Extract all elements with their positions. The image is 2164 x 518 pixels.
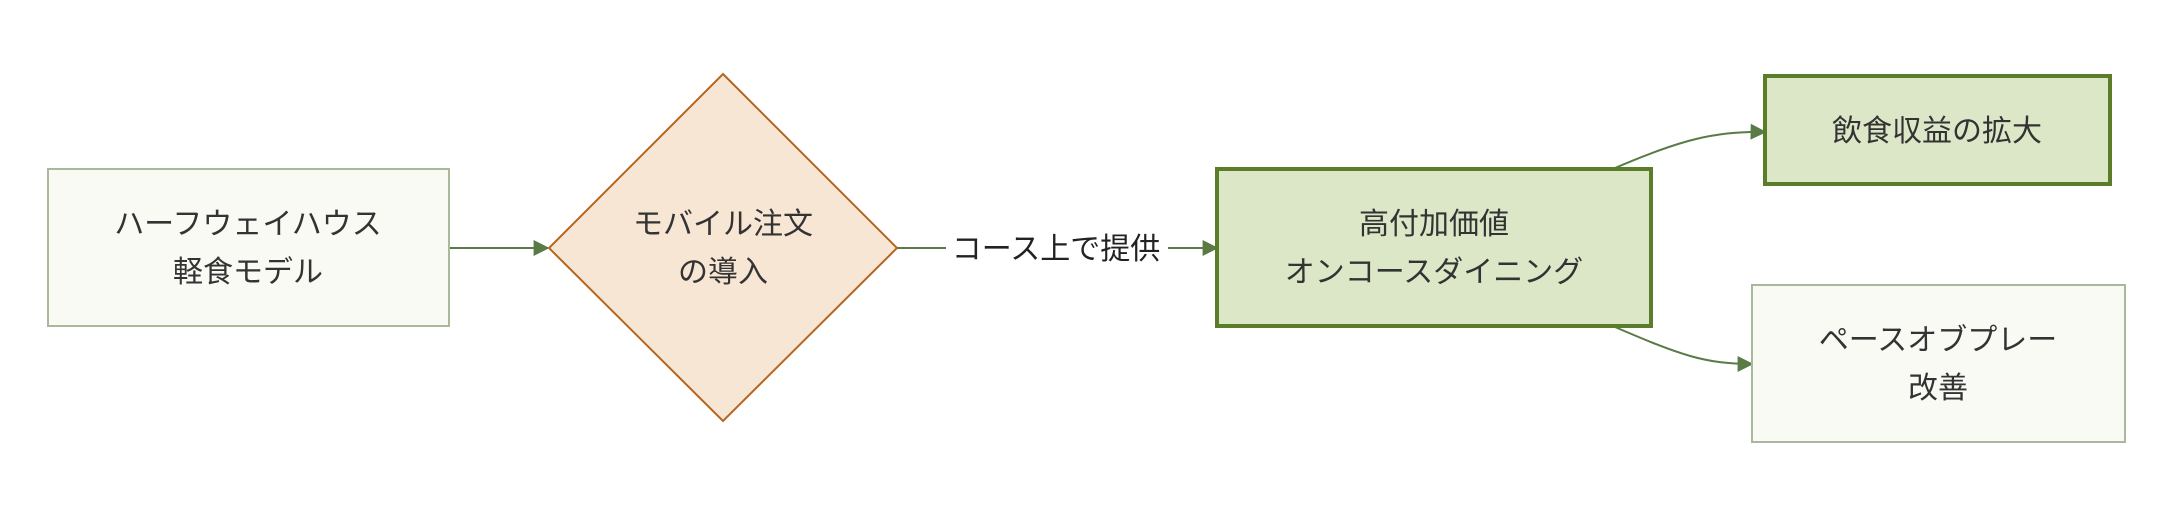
- edges: コース上で提供: [449, 123, 1767, 372]
- node-pace-of-play-box: [1751, 284, 2126, 443]
- node-revenue-expansion-box: [1763, 74, 2112, 186]
- node-mobile-order-line-2: の導入: [678, 255, 768, 290]
- node-pace-of-play-line-2: 改善: [1908, 371, 1968, 406]
- node-mobile-order-line-1: モバイル注文: [633, 207, 813, 242]
- node-oncourse-dining-line-2: オンコースダイニング: [1285, 255, 1584, 290]
- node-revenue-expansion: 飲食収益の拡大: [1763, 74, 2112, 186]
- node-mobile-order-diamond: [547, 72, 899, 423]
- node-oncourse-dining-line-1: 高付加価値: [1359, 207, 1509, 242]
- node-pace-of-play: ペースオブプレー 改善: [1751, 284, 2126, 443]
- edge-value-to-revenue: [1614, 123, 1767, 169]
- node-halfway-house-line-2: 軽食モデル: [173, 255, 323, 290]
- node-halfway-house: ハーフウェイハウス 軽食モデル: [47, 168, 450, 327]
- node-halfway-house-line-1: ハーフウェイハウス: [114, 207, 382, 242]
- edge-label-mobile-to-value: コース上で提供: [952, 232, 1161, 267]
- node-oncourse-dining: 高付加価値 オンコースダイニング: [1215, 167, 1653, 328]
- node-halfway-house-box: [47, 168, 450, 327]
- node-oncourse-dining-box: [1215, 167, 1653, 328]
- node-pace-of-play-line-1: ペースオブプレー: [1819, 323, 2058, 358]
- node-mobile-order: モバイル注文 の導入: [547, 72, 899, 423]
- edge-value-to-pace: [1614, 326, 1754, 372]
- edge-label-background: [947, 232, 1165, 267]
- node-revenue-expansion-line-1: 飲食収益の拡大: [1832, 114, 2042, 149]
